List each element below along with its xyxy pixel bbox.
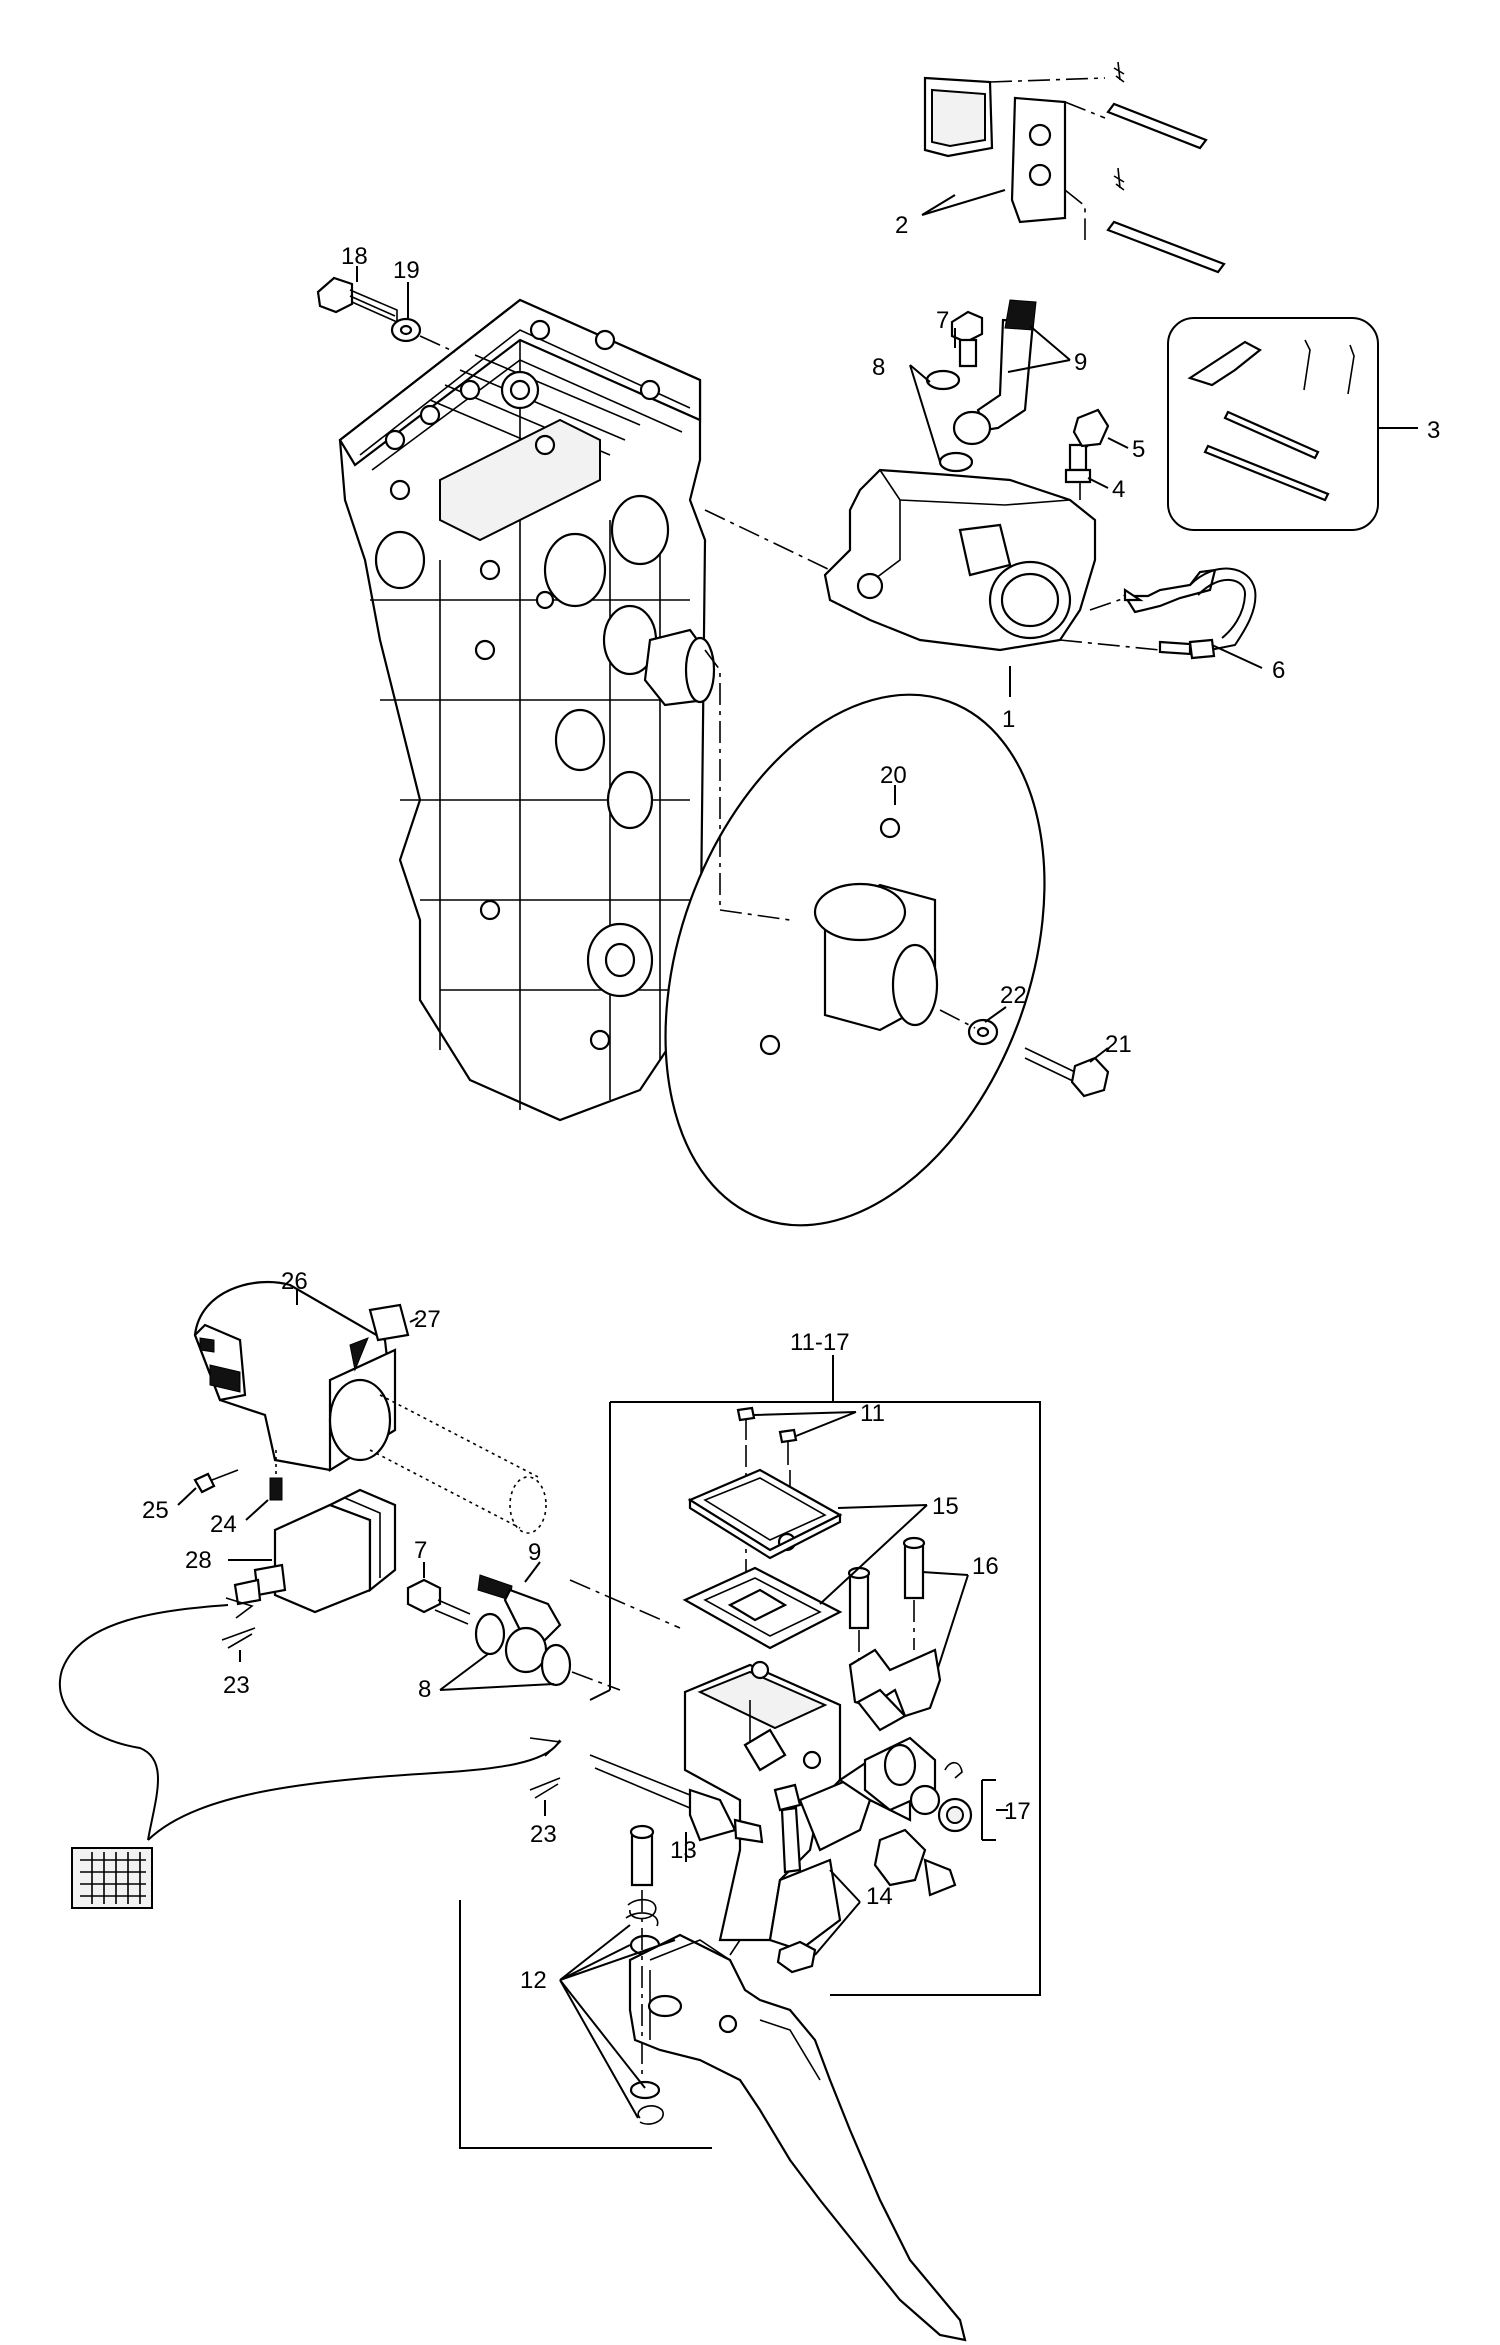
washer-19 bbox=[390, 317, 422, 343]
label-7-bottom: 7 bbox=[414, 1537, 427, 1564]
brake-lever bbox=[628, 1933, 967, 2342]
grip-housing-26 bbox=[193, 1281, 397, 1472]
brake-pads bbox=[923, 76, 1106, 240]
label-6: 6 bbox=[1272, 657, 1285, 684]
connector-plug bbox=[71, 1847, 153, 1909]
label-2: 2 bbox=[895, 212, 908, 239]
brake-hose-9-bottom bbox=[477, 1574, 562, 1642]
o-ring-8b bbox=[938, 451, 974, 473]
label-12: 12 bbox=[520, 1967, 547, 1994]
bolt-13 bbox=[773, 1783, 802, 1874]
label-27: 27 bbox=[414, 1306, 441, 1333]
label-21: 21 bbox=[1105, 1031, 1132, 1058]
brake-switch-cable bbox=[589, 1754, 764, 1844]
label-16: 16 bbox=[972, 1553, 999, 1580]
screw-25 bbox=[193, 1469, 239, 1494]
label-7-top: 7 bbox=[936, 307, 949, 334]
label-23b: 23 bbox=[530, 1821, 557, 1848]
lever-outline bbox=[459, 1900, 712, 2149]
o-ring-8c bbox=[474, 1612, 506, 1656]
callout-labels: 1 2 3 4 5 6 7 8 9 18 19 20 21 22 26 27 2… bbox=[142, 212, 1440, 1994]
label-17: 17 bbox=[1004, 1798, 1031, 1825]
label-8-top: 8 bbox=[872, 354, 885, 381]
brake-caliper bbox=[823, 468, 1097, 652]
label-5: 5 bbox=[1132, 436, 1145, 463]
set-screw-24 bbox=[269, 1477, 283, 1501]
label-14: 14 bbox=[866, 1883, 893, 1910]
label-24: 24 bbox=[210, 1511, 237, 1538]
label-9-top: 9 bbox=[1074, 349, 1087, 376]
label-20: 20 bbox=[880, 762, 907, 789]
hardware-kit-3 bbox=[1167, 317, 1379, 531]
pivot-parts-12 bbox=[625, 1824, 664, 2125]
label-sticker-27 bbox=[368, 1303, 410, 1342]
banjo-fitting bbox=[504, 1626, 548, 1674]
reservoir-cover-15 bbox=[687, 1468, 843, 1560]
gasket-15 bbox=[682, 1566, 843, 1650]
switch-28 bbox=[233, 1488, 397, 1614]
cable-tie-23b bbox=[529, 1777, 561, 1799]
label-15: 15 bbox=[932, 1493, 959, 1520]
wire-harness bbox=[59, 1604, 229, 1841]
o-ring-8a bbox=[925, 369, 961, 391]
label-11-17: 11-17 bbox=[790, 1329, 850, 1356]
label-18: 18 bbox=[341, 243, 368, 270]
label-1: 1 bbox=[1002, 706, 1015, 733]
label-23a: 23 bbox=[223, 1672, 250, 1699]
pad-pins bbox=[1106, 61, 1226, 274]
bolt-18 bbox=[316, 276, 398, 324]
callout-leaders bbox=[177, 266, 1418, 2119]
label-9-bottom: 9 bbox=[528, 1539, 541, 1566]
gearbox-housing bbox=[338, 298, 716, 1122]
label-11: 11 bbox=[860, 1400, 885, 1427]
label-25: 25 bbox=[142, 1497, 169, 1524]
nut-14 bbox=[776, 1940, 817, 1974]
label-28: 28 bbox=[185, 1547, 212, 1574]
bolt-7-top bbox=[950, 310, 984, 368]
label-4: 4 bbox=[1112, 476, 1125, 503]
piston-boot bbox=[873, 1828, 957, 1897]
kit-outline-11-17 bbox=[610, 1401, 1041, 1996]
bolt-7-bottom bbox=[406, 1578, 471, 1625]
label-3: 3 bbox=[1427, 417, 1440, 444]
label-19: 19 bbox=[393, 257, 420, 284]
seal-kit-17 bbox=[909, 1761, 973, 1833]
cable-tie-23a bbox=[221, 1627, 256, 1649]
throttle-grip-tube bbox=[369, 1394, 547, 1534]
label-26: 26 bbox=[281, 1268, 308, 1295]
label-8-bottom: 8 bbox=[418, 1676, 431, 1703]
label-22: 22 bbox=[1000, 982, 1027, 1009]
bleeder-screw-4 bbox=[1064, 443, 1092, 484]
brake-disc-20 bbox=[664, 693, 1046, 1227]
brake-line-6 bbox=[1123, 567, 1257, 660]
bolt-21 bbox=[1024, 1047, 1110, 1098]
o-ring-8d bbox=[540, 1643, 572, 1687]
bleeder-cap-5 bbox=[1072, 408, 1110, 448]
brake-hose-9-top bbox=[952, 299, 1037, 446]
label-13: 13 bbox=[670, 1837, 697, 1864]
